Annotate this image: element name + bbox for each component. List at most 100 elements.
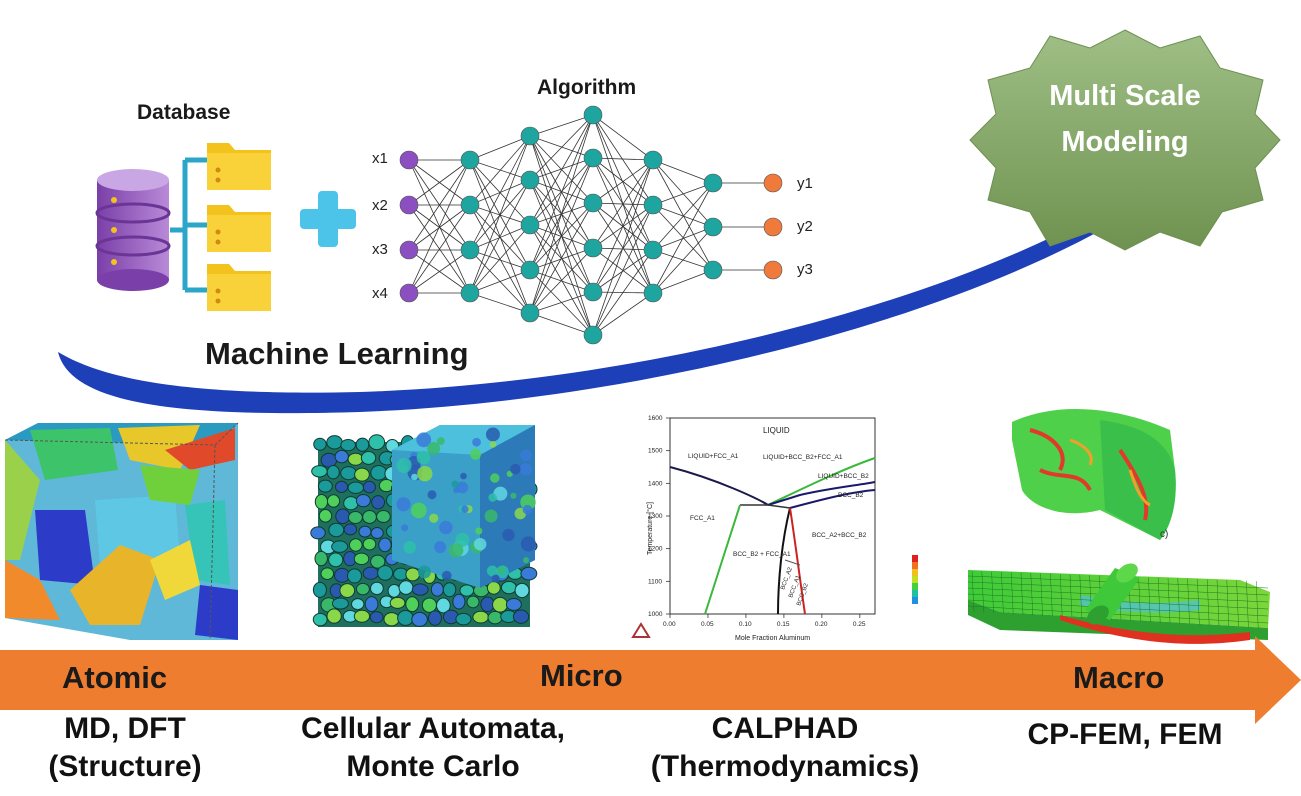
mesh-line: [1167, 577, 1171, 624]
multi-scale-title: Multi Scale Modeling: [1015, 73, 1235, 165]
nn-node-hidden: [703, 217, 723, 237]
phase-diagram: LIQUID LIQUID+FCC_A1 LIQUID+BCC_B2+FCC_A…: [631, 415, 876, 642]
region-label: LIQUID+BCC_B2+FCC_A1: [763, 454, 843, 461]
grain: [416, 432, 432, 448]
grain: [343, 523, 358, 536]
grain: [354, 467, 370, 482]
grain: [456, 481, 469, 494]
nn-connection: [408, 204, 471, 251]
grain: [519, 463, 533, 476]
scale-macro: Macro: [1073, 660, 1165, 695]
scale-arrow: [0, 636, 1301, 724]
grain: [520, 494, 536, 510]
input-label: x3: [372, 241, 388, 258]
grain: [427, 610, 442, 626]
nn-connection: [529, 114, 594, 314]
mesh-line: [1216, 579, 1220, 626]
nn-node-hidden: [583, 105, 603, 125]
nn-node-input: [399, 283, 419, 303]
mesh-line: [1001, 572, 1004, 614]
grain: [470, 448, 481, 460]
thermocalc-logo-icon: [631, 622, 651, 638]
nn-node-output: [763, 260, 783, 280]
mesh-line: [1050, 573, 1053, 617]
nn-connection: [592, 114, 654, 161]
grain: [362, 480, 376, 494]
x-tick-label: 0.05: [701, 621, 714, 628]
grain: [484, 509, 498, 523]
grain: [441, 570, 452, 581]
method-line: Monte Carlo: [346, 750, 520, 783]
input-label: x2: [372, 197, 388, 214]
x-tick-label: 0.00: [663, 621, 676, 628]
nn-node-hidden: [643, 283, 663, 303]
x-tick-label: 0.15: [777, 621, 790, 628]
roller-cylinder: [1085, 563, 1140, 625]
nn-node-output: [763, 217, 783, 237]
region-label: LIQUID+FCC_A1: [688, 453, 739, 460]
grain: [370, 526, 384, 540]
grain: [347, 452, 364, 466]
region-label: LIQUID+BCC_B2: [818, 473, 869, 480]
mesh-line: [971, 570, 975, 613]
grain: [310, 526, 326, 540]
grain: [331, 597, 349, 610]
neural-network: [399, 105, 783, 345]
method-calphad: CALPHAD (Thermodynamics): [635, 710, 935, 786]
grain: [355, 437, 370, 452]
grain: [360, 451, 377, 465]
method-line: (Thermodynamics): [650, 750, 920, 783]
nn-connection: [529, 247, 594, 314]
phase-boundary: [740, 504, 791, 509]
nn-connection: [529, 114, 594, 271]
region-label: BCC_B2 + FCC_A1: [733, 551, 791, 558]
grain: [347, 481, 365, 494]
grain: [348, 538, 363, 552]
nn-connection: [592, 159, 654, 249]
grain: [377, 565, 394, 581]
y-tick-label: 1600: [648, 415, 663, 422]
grain: [334, 480, 349, 493]
grain: [500, 580, 517, 595]
nn-connection: [652, 182, 714, 206]
phase-boundary: [704, 504, 741, 615]
grain: [326, 494, 341, 508]
grain: [378, 537, 392, 553]
nn-connection: [408, 204, 471, 294]
grain: [485, 427, 500, 442]
folder-icon: [207, 264, 271, 311]
plus-icon: [300, 191, 356, 247]
scale-atomic: Atomic: [62, 660, 168, 695]
nn-node-hidden: [583, 282, 603, 302]
grain: [370, 581, 384, 596]
method-line: Cellular Automata,: [301, 712, 565, 745]
nn-connection: [652, 226, 714, 294]
grain: [436, 597, 451, 614]
grain: [369, 611, 384, 624]
grain: [370, 465, 388, 481]
method-line: CP-FEM, FEM: [1027, 718, 1223, 751]
method-line: CALPHAD: [711, 712, 859, 745]
grain: [383, 612, 400, 627]
phase-title: LIQUID: [763, 426, 790, 435]
grain: [475, 527, 483, 535]
grain: [487, 610, 503, 625]
mesh-line: [1030, 573, 1034, 616]
grain: [430, 582, 444, 597]
nn-node-hidden: [643, 195, 663, 215]
mesh-line: [1246, 580, 1249, 628]
nn-connection: [652, 182, 714, 251]
nn-connection: [529, 157, 594, 314]
nn-connection: [469, 135, 531, 251]
grain: [328, 552, 344, 568]
nn-connection: [592, 159, 654, 204]
grain: [326, 465, 340, 480]
grain: [452, 593, 466, 610]
grain: [326, 608, 342, 624]
fem-specimen-3d: [1012, 408, 1176, 540]
mesh-line: [1197, 579, 1200, 625]
grain: [451, 480, 459, 488]
multi-scale-line1: Multi Scale: [1049, 80, 1201, 112]
mesh-line: [1177, 578, 1181, 624]
nn-node-hidden: [520, 260, 540, 280]
